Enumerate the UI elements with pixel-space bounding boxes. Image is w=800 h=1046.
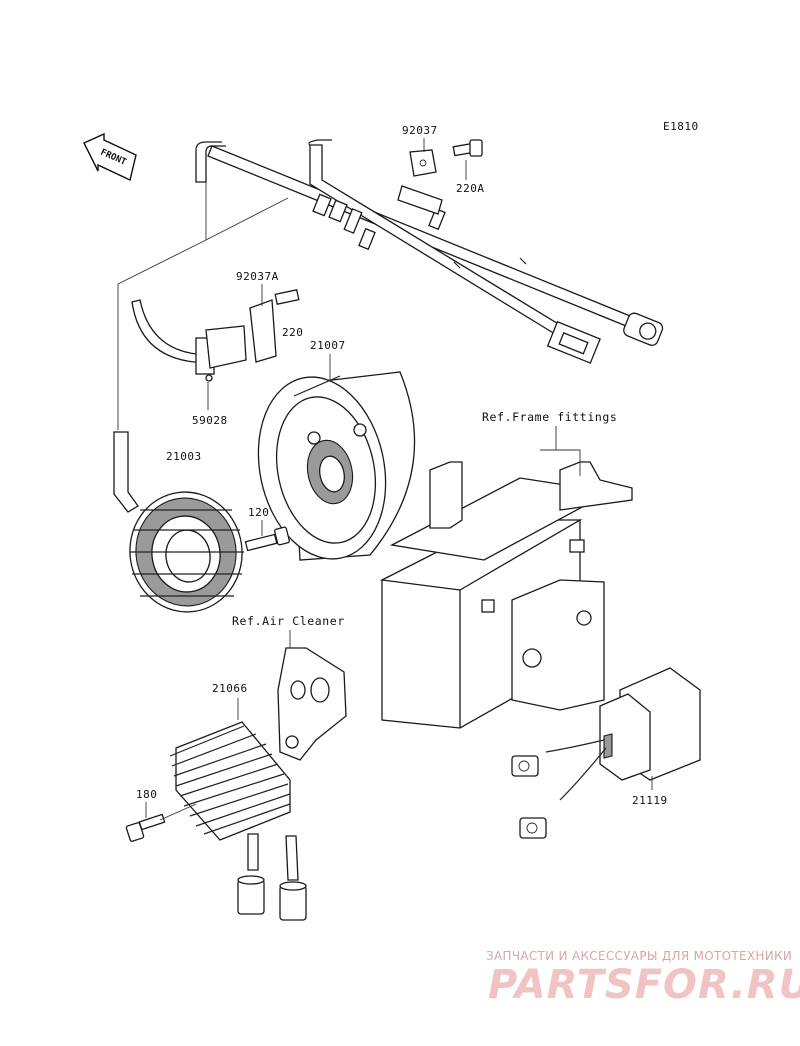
label-120: 120 [248,506,269,519]
clamp-92037 [397,149,443,215]
igniter-21119 [511,667,701,839]
bolt-120 [244,526,290,552]
label-92037: 92037 [402,124,438,137]
bracket-air-cleaner [277,647,347,761]
ref-frame-fittings: Ref.Frame fittings [482,410,617,424]
label-21066: 21066 [212,682,248,695]
label-21003: 21003 [166,450,202,463]
watermark-subtitle: ЗАПЧАСТИ И АКСЕССУАРЫ ДЛЯ МОТОТЕХНИКИ [486,949,792,963]
ref-air-cleaner: Ref.Air Cleaner [232,614,345,628]
bolt-180 [125,813,166,842]
rotor-21007 [257,371,416,561]
diagram-code: E1810 [663,120,699,133]
stator-21003 [113,431,244,613]
label-220: 220 [282,326,303,339]
label-220A: 220A [456,182,485,195]
front-arrow-icon: FRONT [83,132,137,181]
label-180: 180 [136,788,157,801]
clamp-assembly-92037A [131,289,300,382]
label-92037A: 92037A [236,270,279,283]
label-21119: 21119 [632,794,668,807]
frame-fitting [379,461,633,729]
bolt-220A [452,139,483,157]
label-59028: 59028 [192,414,228,427]
watermark-brand: PARTSFOR.RU [488,962,800,1008]
regulator-21066 [169,721,307,921]
wiring-harness [195,139,664,364]
label-21007: 21007 [310,339,346,352]
